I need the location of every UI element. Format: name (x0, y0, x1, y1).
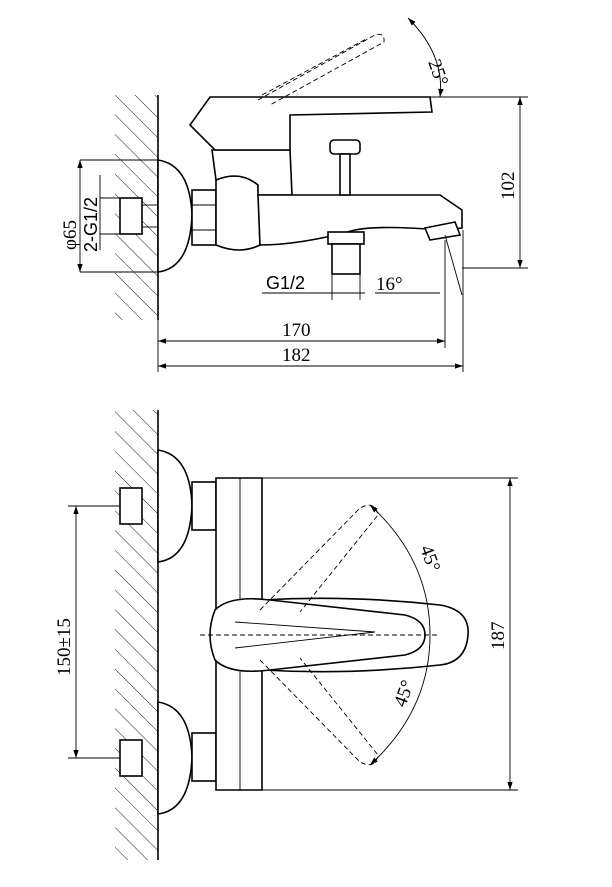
width-187-label: 187 (488, 622, 509, 651)
lever-ghost-down (259, 657, 379, 766)
inlet-thread-label: 2-G1/2 (81, 197, 101, 252)
flange-diameter-label: φ65 (60, 220, 81, 250)
lever-raised-ghost (257, 33, 385, 106)
upper-inlet-connector (119, 487, 143, 525)
mixer-body (215, 175, 261, 251)
lower-flange (157, 701, 193, 815)
side-view: 25° 102 φ65 2-G1/2 G1/2 16° 170 182 (60, 17, 528, 372)
wall-hatch-bottom (115, 410, 158, 860)
angle-up-label: 45° (415, 543, 444, 575)
shower-outlet (331, 243, 361, 275)
center-distance-label: 150±15 (54, 618, 75, 676)
angle-25-label: 25° (423, 57, 452, 89)
angle-arc-25 (407, 17, 444, 98)
upper-flange (157, 449, 193, 563)
diverter-knob (329, 139, 361, 155)
spout-angle-label: 16° (376, 274, 403, 295)
hex-nut (191, 189, 217, 246)
angle-down-label: 45° (390, 678, 419, 710)
wall-flange (157, 159, 193, 273)
lower-inlet-connector (119, 739, 143, 777)
shower-outlet-nut (327, 231, 365, 245)
upper-nut (191, 481, 217, 531)
aerator (423, 221, 462, 241)
length-170-label: 170 (282, 320, 311, 341)
inlet-connector (119, 197, 143, 235)
lever-ghost-up (259, 504, 379, 613)
height-102-label: 102 (498, 172, 519, 201)
front-view: 45° 45° 187 150±15 (54, 410, 518, 860)
outlet-thread-label: G1/2 (266, 273, 305, 293)
lever-handle (188, 96, 433, 151)
length-182-label: 182 (282, 345, 311, 366)
angle-arc-45 (369, 504, 431, 766)
lower-nut (191, 732, 217, 782)
